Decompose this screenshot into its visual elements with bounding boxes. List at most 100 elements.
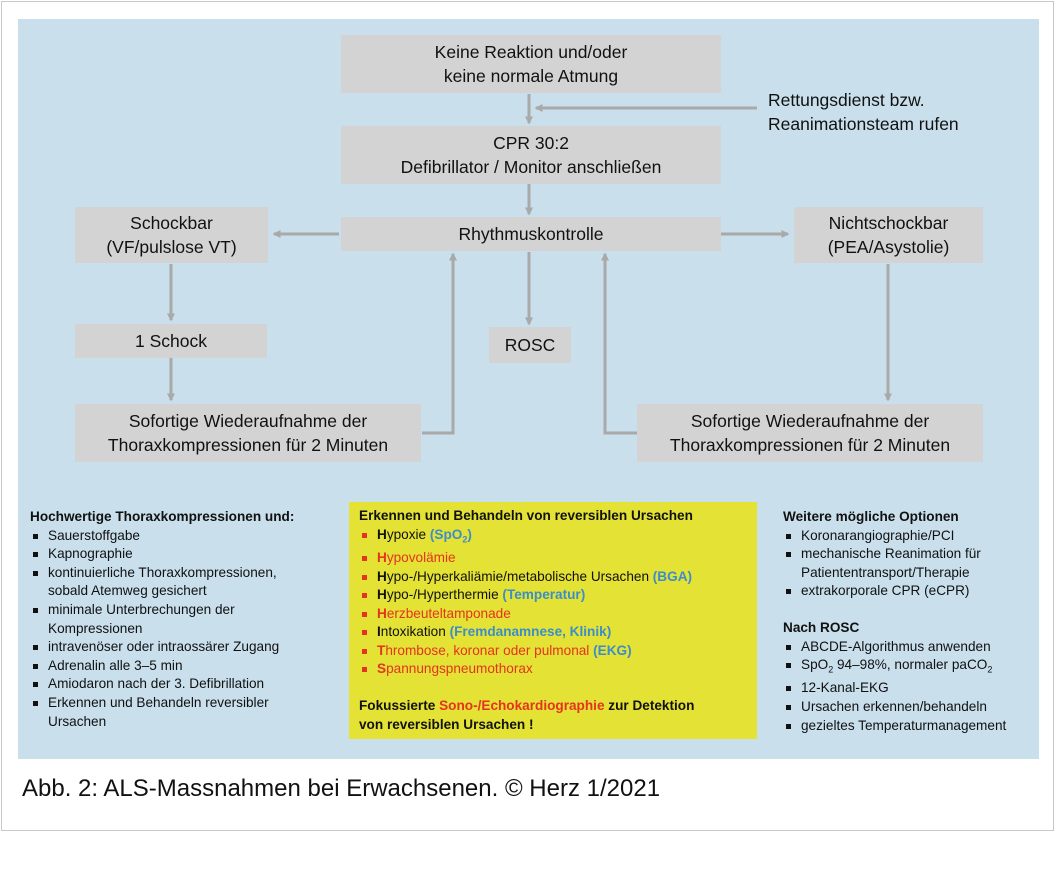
resume-left-line-1: Sofortige Wiederaufnahme der: [128, 411, 368, 431]
cause-initial: H: [377, 526, 387, 542]
options-column: Weitere mögliche Optionen Koronarangiogr…: [783, 508, 1006, 735]
list-item: minimale Unterbrechungen der: [30, 601, 294, 620]
cause-diagnostic: (SpO2): [429, 526, 472, 545]
cause-pneumothorax: Spannungspneumothorax: [359, 660, 747, 679]
cause-thrombosis: Thrombose, koronar oder pulmonal (EKG): [359, 642, 747, 661]
list-item-continuation: Patiententransport/Therapie: [801, 564, 970, 580]
list-item-oxygen: SpO2 94–98%, normaler paCO2: [783, 656, 1006, 679]
list-item: intravenöser oder intraossärer Zugang: [30, 638, 294, 657]
call-label: Rettungsdienst bzw. Reanimationsteam ruf…: [768, 88, 959, 136]
cause-diagnostic: (Temperatur): [502, 587, 586, 603]
list-item-continuation: sobald Atemweg gesichert: [48, 583, 207, 599]
call-line-2: Reanimationsteam rufen: [768, 114, 959, 134]
cause-diagnostic: (EKG): [593, 642, 632, 658]
reversible-causes-list: Hypoxie (SpO2) Hypovolämie Hypo-/Hyperka…: [359, 526, 747, 679]
list-item: 12-Kanal-EKG: [783, 679, 1006, 698]
text-part: 94–98%, normaler paCO: [833, 657, 988, 673]
resume-left-box: Sofortige Wiederaufnahme der Thoraxkompr…: [75, 404, 421, 462]
subscript: 2: [987, 664, 993, 675]
options-title: Weitere mögliche Optionen: [783, 509, 959, 524]
cause-initial: H: [377, 587, 387, 603]
list-item: Kapnographie: [30, 545, 294, 564]
diag-subscript: 2: [462, 534, 468, 545]
start-line-2: keine normale Atmung: [443, 66, 619, 86]
list-item: Koronarangiographie/PCI: [783, 527, 1006, 546]
cause-tamponade: Herzbeuteltamponade: [359, 605, 747, 624]
list-item: Ursachen erkennen/behandeln: [783, 698, 1006, 717]
options-list: Koronarangiographie/PCI mechanische Rean…: [783, 527, 1006, 601]
echo-note: Fokussierte Sono-/Echokardiographie zur …: [359, 697, 747, 716]
list-item: Adrenalin alle 3–5 min: [30, 657, 294, 676]
rhythm-check-box: Rhythmuskontrolle: [341, 217, 721, 251]
call-line-1: Rettungsdienst bzw.: [768, 90, 925, 110]
nonshockable-line-2: (PEA/Asystolie): [827, 237, 950, 257]
shock-label: 1 Schock: [135, 331, 207, 351]
reversible-causes-title: Erkennen und Behandeln von reversiblen U…: [359, 508, 693, 523]
cause-diagnostic: (Fremdanamnese, Klinik): [449, 624, 612, 640]
cause-text: ypovolämie: [386, 549, 456, 565]
list-item: Amiodaron nach der 3. Defibrillation: [30, 675, 294, 694]
after-rosc-title: Nach ROSC: [783, 619, 860, 635]
echo-note-pre: Fokussierte: [359, 698, 436, 714]
list-item: kontinuierliche Thoraxkompressionen,: [30, 564, 294, 583]
cause-initial: I: [377, 624, 381, 640]
rhythm-check-label: Rhythmuskontrolle: [458, 224, 604, 244]
cause-hypothermia: Hypo-/Hyperthermie (Temperatur): [359, 586, 747, 605]
resume-right-line-1: Sofortige Wiederaufnahme der: [690, 411, 930, 431]
shockable-line-2: (VF/pulslose VT): [106, 237, 237, 257]
resume-right-box: Sofortige Wiederaufnahme der Thoraxkompr…: [637, 404, 983, 462]
cause-text: ypo-/Hyperkaliämie/metabolische Ursachen: [386, 568, 649, 584]
diag-suffix: ): [467, 526, 472, 542]
cause-text: ypoxie: [386, 526, 427, 542]
cpr-line-1: CPR 30:2: [493, 133, 569, 153]
list-item: ABCDE-Algorithmus anwenden: [783, 638, 1006, 657]
figure-frame: Keine Reaktion und/oder keine normale At…: [1, 1, 1054, 831]
cause-initial: H: [377, 568, 387, 584]
subscript: 2: [828, 664, 834, 675]
arrow-left-loop: [422, 252, 457, 435]
cause-initial: H: [377, 605, 387, 621]
reversible-causes-box: Erkennen und Behandeln von reversiblen U…: [349, 502, 757, 739]
compressions-list: Sauerstoffgabe Kapnographie kontinuierli…: [30, 527, 294, 732]
resume-left-line-2: Thoraxkompressionen für 2 Minuten: [107, 435, 389, 455]
compressions-column: Hochwertige Thoraxkompressionen und: Sau…: [30, 508, 294, 731]
start-box: Keine Reaktion und/oder keine normale At…: [341, 35, 721, 93]
rosc-box: ROSC: [489, 327, 571, 363]
shock-box: 1 Schock: [75, 324, 267, 358]
shockable-line-1: Schockbar: [130, 213, 213, 233]
list-item: extrakorporale CPR (eCPR): [783, 582, 1006, 601]
echo-note-post: zur Detektion: [608, 698, 695, 714]
nonshockable-line-1: Nichtschockbar: [828, 213, 949, 233]
echo-note-highlight: Sono-/Echokardiographie: [439, 698, 605, 714]
list-item-continuation: Kompressionen: [48, 620, 143, 636]
arrow-right-loop: [601, 252, 637, 435]
list-item: Sauerstoffgabe: [30, 527, 294, 546]
cause-diagnostic: (BGA): [652, 568, 693, 584]
cause-initial: T: [377, 642, 386, 658]
cause-initial: H: [377, 549, 387, 565]
text-part: SpO: [801, 657, 829, 673]
cpr-line-2: Defibrillator / Monitor anschließen: [400, 157, 662, 177]
cause-intoxication: Intoxikation (Fremdanamnese, Klinik): [359, 623, 747, 642]
shockable-box: Schockbar (VF/pulslose VT): [75, 207, 268, 263]
cpr-box: CPR 30:2 Defibrillator / Monitor anschli…: [341, 126, 721, 184]
cause-text: erzbeuteltamponade: [386, 605, 511, 621]
resume-right-line-2: Thoraxkompressionen für 2 Minuten: [669, 435, 951, 455]
cause-hyperkalemia: Hypo-/Hyperkaliämie/metabolische Ursache…: [359, 568, 747, 587]
compressions-title: Hochwertige Thoraxkompressionen und:: [30, 509, 295, 524]
figure-caption: Abb. 2: ALS-Massnahmen bei Erwachsenen. …: [22, 775, 661, 802]
list-item: Erkennen und Behandeln reversibler: [30, 694, 294, 713]
cause-text: hrombose, koronar oder pulmonal: [385, 642, 590, 658]
after-rosc-list: ABCDE-Algorithmus anwenden SpO2 94–98%, …: [783, 638, 1006, 736]
cause-text: ypo-/Hyperthermie: [386, 587, 499, 603]
cause-hypovolemia: Hypovolämie: [359, 549, 747, 568]
nonshockable-box: Nichtschockbar (PEA/Asystolie): [794, 207, 983, 263]
start-line-1: Keine Reaktion und/oder: [434, 42, 628, 62]
cause-text: pannungspneumothorax: [386, 661, 533, 677]
cause-text: ntoxikation: [380, 624, 446, 640]
list-item: mechanische Reanimation für: [783, 545, 1006, 564]
rosc-label: ROSC: [504, 335, 556, 355]
cause-hypoxia: Hypoxie (SpO2): [359, 526, 747, 549]
diag-prefix: (SpO: [429, 526, 463, 542]
